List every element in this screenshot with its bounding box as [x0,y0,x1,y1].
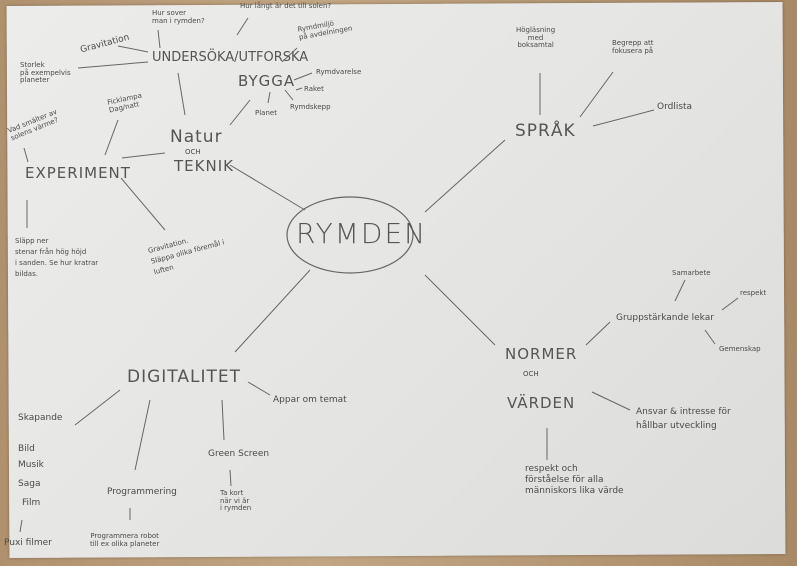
undersoka-item: Storlek på exempelvis planeter [20,61,71,85]
connector-line [221,399,225,441]
connector-line [121,152,166,159]
connector-line [74,389,121,426]
connector-line [229,164,306,211]
connector-line [284,89,294,101]
green-screen-node: Green Screen [208,449,270,459]
connector-line [674,279,686,302]
digitalitet-item: Appar om temat [273,395,347,405]
sprak-node: SPRÅK [515,121,576,141]
connector-line [247,381,271,396]
connector-line [157,29,161,49]
connector-line [229,99,251,126]
bygga-item: Rymdvarelse [316,68,362,76]
bygga-item: Raket [304,85,324,93]
natur-och: OCH [185,148,201,156]
experiment-node: EXPERIMENT [25,164,131,182]
connector-line [134,399,151,471]
gruppstarkande-item: Gemenskap [719,345,761,353]
normer-och: OCH [523,370,539,378]
connector-line [579,71,614,118]
connector-line [591,391,631,411]
gruppstarkande-item: respekt [740,289,767,297]
gruppstarkande-item: Samarbete [672,269,711,277]
programmering-node: Programmering [107,487,177,497]
connector-line [424,274,496,346]
connector-line [19,519,23,533]
connector-line [104,119,119,156]
normer-item: Ansvar & intresse för hållbar utveckling [636,407,731,431]
skapande-item: Film [22,498,41,508]
connector-line [281,47,298,63]
connector-line [234,269,311,353]
bygga-item: Rymdskepp [290,103,331,111]
normer-item: respekt och förståelse för alla människo… [525,464,624,496]
programmering-sub: Programmera robot till ex olika planeter [90,532,160,548]
experiment-item: Släpp ner stenar från hög höjd i sanden.… [15,237,99,278]
skapande-item: Bild [18,444,35,454]
skapande-item: Saga [18,479,41,489]
skapande-item: Musik [18,460,44,470]
skapande-sub: Puxi filmer [4,538,52,548]
connector-line [117,45,149,53]
teknik-node: TEKNIK [174,157,234,175]
connector-line [77,61,149,69]
center-ellipse [286,196,414,274]
connector-line [592,109,655,127]
normer-node: NORMER [505,345,578,363]
sprak-item: Högläsning med boksamtal [516,26,556,50]
skapande-node: Skapande [18,413,63,423]
connector-line [229,469,232,487]
connector-line [424,139,506,213]
connector-line [236,17,249,36]
sprak-item: Ordlista [657,102,693,112]
connector-line [585,321,611,346]
connector-line [295,87,303,91]
connector-line [120,177,166,231]
sprak-item: Begrepp att fokusera på [612,39,654,55]
center-node: RYMDEN [296,217,428,250]
undersoka-node: UNDERSÖKA/UTFORSKA [152,50,309,65]
connector-line [177,72,186,116]
connector-line [23,147,29,163]
natur-node: Natur [170,127,223,147]
green-screen-sub: Ta kort när vi är i rymden [220,489,252,513]
connector-line [721,297,739,311]
bygga-item: Planet [255,109,277,117]
digitalitet-node: DIGITALITET [127,367,241,387]
undersoka-item: Hur sover man i rymden? [152,9,205,25]
connector-line [704,329,716,345]
connector-line [293,72,313,81]
bygga-node: BYGGA [238,72,296,90]
connector-line [267,91,271,104]
undersoka-item: Hur långt är det till solen? [240,2,332,10]
gruppstarkande-node: Gruppstärkande lekar [616,313,714,323]
varden-node: VÄRDEN [507,394,576,412]
